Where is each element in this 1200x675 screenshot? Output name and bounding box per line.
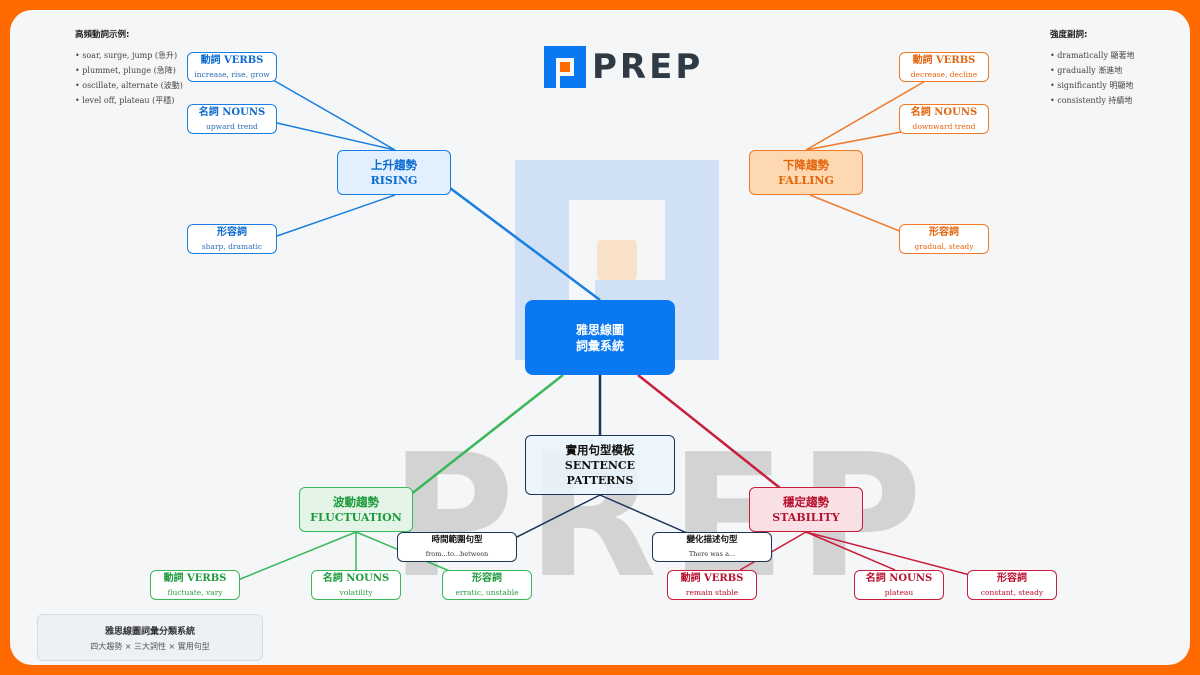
center-node: 雅思線圖 詞彙系統 bbox=[525, 300, 675, 375]
stab-verbs-node: 動詞 VERBS remain stable bbox=[667, 570, 757, 600]
legend-sub: 四大趨勢 × 三大詞性 × 實用句型 bbox=[90, 641, 210, 651]
adverb-list-title: 強度副詞: bbox=[1050, 30, 1088, 40]
list-item: • dramatically 顯著地 bbox=[1050, 51, 1135, 60]
patterns-sub1: SENTENCE bbox=[564, 458, 636, 472]
fluct-adjs-sub: erratic, unstable bbox=[455, 588, 519, 597]
stab-verbs-sub: remain stable bbox=[685, 588, 739, 597]
stab-verbs-title: 動詞 VERBS bbox=[680, 573, 744, 584]
stab-nouns-title: 名詞 NOUNS bbox=[865, 573, 933, 584]
list-item: • soar, surge, jump (急升) bbox=[75, 51, 178, 60]
logo-text: PREP bbox=[592, 47, 704, 87]
center-title-line1: 雅思線圖 bbox=[575, 322, 624, 337]
prep-logo-icon bbox=[544, 46, 586, 88]
patterns-title: 實用句型模板 bbox=[565, 442, 635, 457]
fluct-verbs-sub: fluctuate, vary bbox=[167, 588, 223, 597]
center-rising-link bbox=[449, 186, 601, 302]
verb-examples-title: 高頻動詞示例: bbox=[75, 30, 130, 40]
rising-title: 上升趨勢 bbox=[371, 157, 417, 172]
stab-adjs-link bbox=[805, 531, 971, 576]
falling-verbs-node: 動詞 VERBS decrease, decline bbox=[899, 52, 989, 82]
patterns-node: 實用句型模板 SENTENCE PATTERNS bbox=[525, 435, 675, 495]
rising-nouns-node: 名詞 NOUNS upward trend bbox=[187, 104, 277, 134]
falling-verbs-link bbox=[805, 79, 928, 151]
patterns-time-link bbox=[504, 494, 601, 544]
list-item: • plummet, plunge (急降) bbox=[75, 66, 176, 75]
falling-verbs-sub: decrease, decline bbox=[910, 70, 978, 79]
rising-adjs-node: 形容詞 sharp, dramatic bbox=[187, 224, 277, 254]
patterns-change-sub: There was a... bbox=[688, 550, 736, 558]
rising-adjs-sub: sharp, dramatic bbox=[201, 242, 263, 251]
rising-verbs-sub: increase, rise, grow bbox=[194, 70, 270, 79]
falling-nouns-node: 名詞 NOUNS downward trend bbox=[899, 104, 989, 134]
rising-nouns-sub: upward trend bbox=[206, 122, 258, 131]
patterns-change-node: 變化描述句型 There was a... bbox=[652, 532, 772, 562]
falling-adjs-link bbox=[809, 194, 913, 237]
fluct-verbs-node: 動詞 VERBS fluctuate, vary bbox=[150, 570, 240, 600]
stability-node: 穩定趨勢 STABILITY bbox=[749, 487, 863, 532]
list-item: • consistently 持續地 bbox=[1050, 96, 1133, 105]
rising-nouns-link bbox=[276, 122, 396, 151]
stab-nouns-link bbox=[805, 531, 896, 571]
patterns-change-title: 變化描述句型 bbox=[686, 535, 738, 545]
stab-adjs-sub: constant, steady bbox=[980, 588, 1044, 597]
falling-sub: FALLING bbox=[778, 173, 834, 187]
falling-adjs-title: 形容詞 bbox=[929, 227, 959, 238]
prep-logo: PREP bbox=[544, 46, 703, 88]
rising-verbs-link bbox=[272, 79, 396, 151]
falling-title: 下降趨勢 bbox=[783, 157, 829, 172]
falling-nouns-sub: downward trend bbox=[912, 122, 976, 131]
stab-nouns-node: 名詞 NOUNS plateau bbox=[854, 570, 944, 600]
falling-node: 下降趨勢 FALLING bbox=[749, 150, 863, 195]
list-item: • oscillate, alternate (波動) bbox=[75, 81, 183, 90]
legend-box: 雅思線圖詞彙分類系統 四大趨勢 × 三大詞性 × 實用句型 bbox=[37, 614, 263, 661]
adverb-list: 強度副詞: • dramatically 顯著地 • gradually 漸進地… bbox=[1050, 28, 1135, 108]
patterns-sub2: PATTERNS bbox=[566, 473, 634, 487]
fluct-adjs-title: 形容詞 bbox=[472, 573, 502, 584]
center-fluct-link bbox=[409, 374, 564, 496]
falling-verbs-title: 動詞 VERBS bbox=[912, 55, 976, 66]
stab-nouns-sub: plateau bbox=[884, 588, 914, 597]
rising-sub: RISING bbox=[370, 173, 418, 187]
stab-adjs-title: 形容詞 bbox=[997, 573, 1027, 584]
falling-nouns-title: 名詞 NOUNS bbox=[910, 107, 978, 118]
center-stab-link bbox=[637, 374, 781, 489]
fluct-verbs-link bbox=[237, 531, 357, 581]
fluct-nouns-title: 名詞 NOUNS bbox=[322, 573, 390, 584]
rising-node: 上升趨勢 RISING bbox=[337, 150, 451, 195]
rising-verbs-node: 動詞 VERBS increase, rise, grow bbox=[187, 52, 277, 82]
list-item: • significantly 明顯地 bbox=[1050, 81, 1134, 90]
list-item: • level off, plateau (平穩) bbox=[75, 96, 175, 105]
stability-sub: STABILITY bbox=[772, 510, 840, 524]
frame: PREP bbox=[10, 10, 1190, 665]
fluctuation-sub: FLUCTUATION bbox=[310, 510, 402, 524]
fluct-adjs-node: 形容詞 erratic, unstable bbox=[442, 570, 532, 600]
stability-title: 穩定趨勢 bbox=[783, 494, 829, 509]
rising-verbs-title: 動詞 VERBS bbox=[200, 55, 264, 66]
fluctuation-node: 波動趨勢 FLUCTUATION bbox=[299, 487, 413, 532]
patterns-time-sub: from...to...between bbox=[425, 550, 489, 558]
rising-adjs-link bbox=[276, 194, 396, 237]
connector-lines bbox=[237, 79, 971, 581]
fluct-nouns-node: 名詞 NOUNS volatility bbox=[311, 570, 401, 600]
rising-nouns-title: 名詞 NOUNS bbox=[198, 107, 266, 118]
fluctuation-title: 波動趨勢 bbox=[333, 494, 379, 509]
center-title-line2: 詞彙系統 bbox=[575, 338, 624, 353]
patterns-time-node: 時間範圍句型 from...to...between bbox=[397, 532, 517, 562]
falling-adjs-node: 形容詞 gradual, steady bbox=[899, 224, 989, 254]
rising-adjs-title: 形容詞 bbox=[217, 227, 247, 238]
falling-adjs-sub: gradual, steady bbox=[914, 242, 974, 251]
stab-verbs-link bbox=[739, 531, 807, 571]
stab-adjs-node: 形容詞 constant, steady bbox=[967, 570, 1057, 600]
legend-title: 雅思線圖詞彙分類系統 bbox=[104, 626, 195, 637]
patterns-time-title: 時間範圍句型 bbox=[431, 535, 483, 545]
fluct-nouns-sub: volatility bbox=[339, 588, 373, 597]
list-item: • gradually 漸進地 bbox=[1050, 66, 1123, 75]
verb-examples-list: 高頻動詞示例: • soar, surge, jump (急升) • plumm… bbox=[75, 28, 183, 108]
fluct-verbs-title: 動詞 VERBS bbox=[163, 573, 227, 584]
